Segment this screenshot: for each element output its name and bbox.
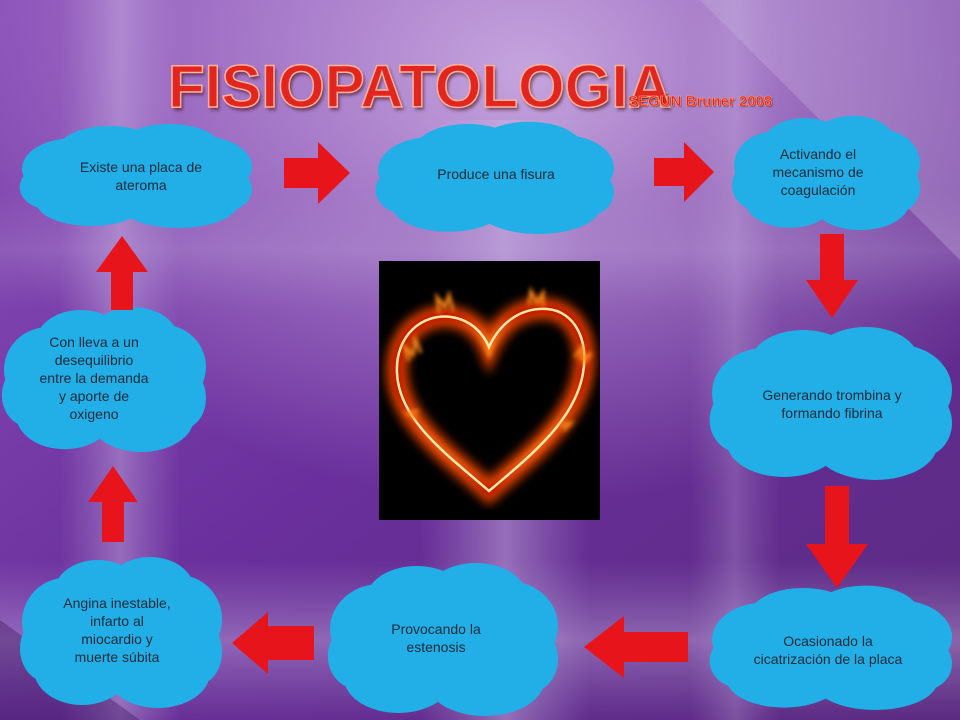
cloud-lobe <box>118 124 220 169</box>
cloud-shape <box>1 307 206 452</box>
node-placa: Existe una placa de ateroma <box>19 124 252 228</box>
title: FISIOPATOLOGIA <box>167 52 672 121</box>
cloud-lobe <box>1 364 55 427</box>
node-label: Produce una fisura <box>437 166 555 182</box>
arrow-left-2 <box>232 612 314 674</box>
cloud-lobe <box>812 115 894 165</box>
cloud-lobe <box>709 387 772 453</box>
cloud-lobe <box>732 160 781 210</box>
cloud-lobe <box>88 307 178 370</box>
arrow-right-1 <box>284 142 350 204</box>
cloud-lobe <box>106 557 194 623</box>
cloud-lobe <box>425 563 527 629</box>
arrow-down-1 <box>806 234 858 318</box>
cloud-lobe <box>196 166 252 212</box>
arrow-up-1 <box>88 466 138 542</box>
cloud-shape <box>709 327 952 480</box>
cloud-lobe <box>157 366 206 430</box>
node-desequilibrio: Con lleva a un desequilibrio entre la de… <box>1 307 206 452</box>
node-label: Existe una placa de ateroma <box>79 159 203 193</box>
node-label: Generando trombina y formando fibrina <box>762 387 902 421</box>
cloud-lobe <box>709 634 772 688</box>
flaming-heart-image <box>379 261 600 520</box>
cloud-lobe <box>174 619 222 685</box>
node-cicatrizacion: Ocasionado la cicatrización de la placa <box>709 585 952 710</box>
node-angina: Angina inestable, infarto al miocardio y… <box>20 557 222 708</box>
node-label: Provocando la estenosis <box>391 621 481 655</box>
cloud-shape <box>20 557 222 708</box>
cloud-shape <box>19 124 252 228</box>
cloud-shape <box>375 121 614 234</box>
cloud-lobe <box>894 390 952 456</box>
cloud-lobe <box>812 585 919 640</box>
cloud-shape <box>327 563 558 716</box>
cloud-lobe <box>375 165 437 215</box>
cloud-lobe <box>875 162 920 212</box>
node-label: Activando el mecanismo de coagulación <box>772 146 864 198</box>
node-label: Angina inestable, infarto al miocardio y… <box>63 595 171 665</box>
cloud-lobe <box>327 623 387 689</box>
node-label: Ocasionado la cicatrización de la placa <box>753 633 903 667</box>
cloud-lobe <box>19 164 80 210</box>
arrow-down-2 <box>806 486 868 588</box>
arrow-up-2 <box>96 236 148 310</box>
flaming-heart-icon <box>385 286 596 506</box>
arrow-right-2 <box>654 142 714 202</box>
node-coagulacion: Activando el mecanismo de coagulación <box>732 115 920 230</box>
node-trombina: Generando trombina y formando fibrina <box>709 327 952 480</box>
node-label: Con lleva a un desequilibrio entre la de… <box>39 334 149 422</box>
cloud-shape <box>732 115 920 230</box>
cloud-lobe <box>557 168 614 217</box>
cloud-shape <box>709 585 952 710</box>
cloud-lobe <box>503 626 558 692</box>
cloud-lobe <box>812 327 919 393</box>
cloud-lobe <box>894 636 952 691</box>
subtitle: SEGÚN Bruner 2008 <box>628 93 773 111</box>
node-estenosis: Provocando la estenosis <box>327 563 558 716</box>
node-fisura: Produce una fisura <box>375 121 614 234</box>
cloud-lobe <box>20 616 72 682</box>
arrow-left-1 <box>584 616 688 678</box>
cloud-lobe <box>477 121 581 171</box>
